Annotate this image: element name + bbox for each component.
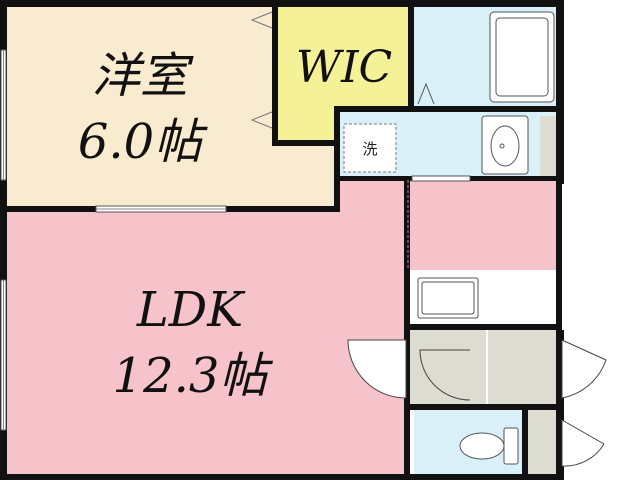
wall-entrance-bottom [404, 404, 560, 410]
washroom-cabinet [540, 116, 558, 178]
toilet [459, 427, 519, 465]
wic-folding-door [250, 11, 273, 129]
wall-wic-left [272, 6, 278, 146]
wall-bottom [0, 474, 564, 480]
wall-wic-right [408, 6, 414, 110]
wall-western-bottom-left [0, 206, 96, 212]
wall-right-upper [556, 0, 564, 184]
doors [347, 339, 607, 467]
wall-toilet-right [522, 404, 528, 476]
kitchen-sink [417, 277, 479, 319]
door-ldk-entrance [347, 339, 407, 399]
wall-kitchen-bottom [404, 324, 560, 330]
wall-wic-bottom [272, 140, 334, 146]
western-room-size: 6.0帖 [78, 114, 208, 170]
washing-machine-space [343, 123, 397, 173]
wall-top [0, 0, 564, 7]
ldk-room-size: 12.3帖 [113, 348, 274, 404]
kitchen-floor [410, 180, 560, 270]
sliding-door-wash [411, 175, 471, 182]
ldk-floor-upper [338, 180, 408, 208]
door-storage [561, 420, 605, 467]
wall-wash-left [334, 106, 340, 210]
wash-basin [481, 115, 529, 175]
door-entrance-inner [419, 349, 471, 401]
wall-wash-top [334, 106, 560, 112]
western-room-name: 洋室 [92, 48, 194, 104]
ldk-floor [6, 208, 408, 476]
wall-left [0, 0, 7, 480]
entrance-floor [410, 330, 486, 404]
wall-western-bottom-right [226, 206, 340, 212]
walls [0, 0, 564, 480]
western-room-floor-extension [274, 142, 336, 208]
wic-label: WIC [296, 42, 392, 93]
wall-wash-bottom-left [334, 176, 412, 181]
wall-right-mid [556, 184, 562, 334]
wall-wash-bottom-right [470, 176, 560, 181]
bathtub [489, 11, 555, 103]
laundry-label: 洗 [362, 140, 377, 158]
ldk-room-name: LDK [136, 282, 246, 338]
windows [0, 49, 471, 431]
storage-small-floor [528, 410, 558, 476]
western-room-floor [6, 6, 274, 208]
door-front [561, 340, 607, 399]
shoe-storage-floor [488, 330, 558, 404]
bath-door [417, 82, 435, 105]
